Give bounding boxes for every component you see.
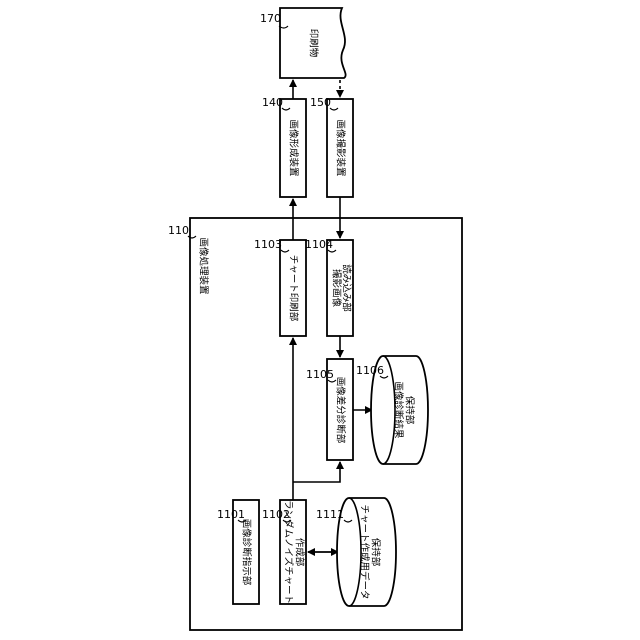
diagnosis-result-storage-label-line2: 保持部 (404, 396, 416, 425)
ref-140: 140 (262, 96, 283, 109)
diagnosis-result-storage-label-line1: 画像診断結果 (393, 381, 405, 439)
image-capturing-device-label: 画像撮影装置 (335, 119, 347, 176)
image-processing-device-label: 画像処理装置 (198, 237, 210, 294)
captured-image-reading-label-line2: 読み込み部 (341, 264, 353, 312)
chart-creation-data-storage-label-line1: チャート作成用データ (359, 505, 371, 600)
ref-1105: 1105 (306, 368, 334, 381)
image-difference-diagnosis-label: 画像差分診断部 (335, 377, 347, 444)
chart-creation-data-storage-node: チャート作成用データ 保持部 (337, 498, 396, 606)
ref-150: 150 (310, 96, 331, 109)
chart-printing-unit-node: チャート印刷部 (280, 240, 306, 336)
ref-1106: 1106 (356, 364, 384, 377)
image-forming-device-label: 画像形成装置 (288, 119, 300, 176)
ref-1102: 1102 (262, 508, 290, 521)
image-forming-device-node: 画像形成装置 (280, 99, 306, 197)
captured-image-reading-unit-node: 撮影画像 読み込み部 (327, 240, 353, 336)
ref-1103: 1103 (254, 238, 282, 251)
chart-printing-unit-label: チャート印刷部 (288, 255, 300, 321)
ref-170: 170 (260, 12, 281, 25)
image-capturing-device-node: 画像撮影装置 (327, 99, 353, 197)
arrow-chartcreation-to-diagnosis (293, 462, 340, 482)
image-diagnosis-instruction-label: 画像診断指示部 (241, 519, 253, 586)
printed-matter-node: 印刷物 (280, 8, 346, 78)
ref-1101: 1101 (217, 508, 245, 521)
ref-110: 110 (168, 224, 189, 237)
printed-matter-label: 印刷物 (308, 29, 320, 58)
ref-1111: 1111 (316, 508, 344, 521)
random-noise-chart-creation-label-line2: 作成部 (294, 538, 306, 567)
ref-1104: 1104 (305, 238, 333, 251)
chart-creation-data-storage-label-line2: 保持部 (370, 538, 382, 567)
